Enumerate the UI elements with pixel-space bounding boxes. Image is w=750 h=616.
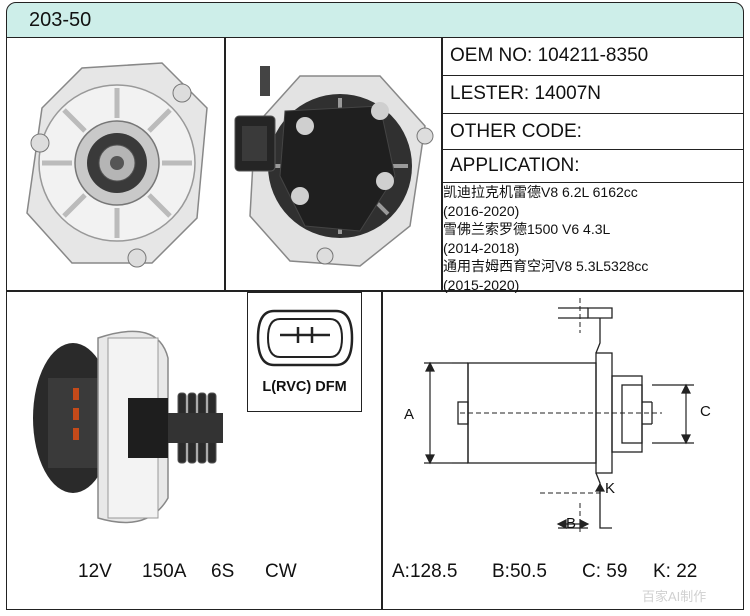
divider-horizontal-middle: [6, 290, 744, 292]
divider-vertical-bottom: [381, 290, 383, 610]
rotation-value: CW: [265, 561, 297, 582]
application-label: APPLICATION:: [450, 155, 580, 176]
alternator-side-photo: [33, 330, 223, 524]
dimension-a-marker: A: [404, 406, 415, 423]
dimension-diagram: [424, 298, 694, 533]
application-list: 凯迪拉克机雷德V8 6.2L 6162cc (2016-2020) 雪佛兰索罗德…: [442, 183, 742, 295]
divider-vertical-top-2: [441, 38, 443, 290]
oem-row: OEM NO: 104211-8350: [442, 38, 744, 76]
voltage-value: 12V: [78, 561, 112, 582]
application-item: 凯迪拉克机雷德V8 6.2L 6162cc: [443, 184, 638, 200]
oem-number: OEM NO: 104211-8350: [450, 45, 649, 66]
dimension-k-value: K: 22: [653, 561, 698, 582]
model-number: 203-50: [29, 9, 92, 31]
application-item: (2016-2020): [443, 202, 520, 219]
alternator-front-photo: [26, 62, 208, 268]
connector-plug-icon: [256, 309, 354, 367]
application-row: APPLICATION:: [442, 150, 744, 183]
connector-diagram: L(RVC) DFM: [247, 292, 362, 412]
dimension-c-marker: C: [700, 403, 711, 420]
lester-number: LESTER: 14007N: [450, 83, 602, 104]
application-item: (2015-2020): [443, 276, 520, 293]
application-item: (2014-2018): [443, 239, 520, 256]
dimension-b-marker: B: [566, 515, 577, 532]
header-bar: 203-50: [6, 2, 744, 38]
divider-vertical-top-1: [224, 38, 226, 290]
content-frame: [6, 37, 744, 610]
dimension-c-value: C: 59: [582, 561, 628, 582]
dimension-k-marker: K: [605, 480, 616, 497]
connector-label: L(RVC) DFM: [262, 379, 347, 395]
alternator-rear-photo: [234, 66, 434, 267]
other-code-row: OTHER CODE:: [442, 114, 744, 150]
amperage-value: 150A: [142, 561, 187, 582]
pulley-value: 6S: [211, 561, 235, 582]
watermark: 百家AI制作: [642, 589, 707, 604]
dimension-a-value: A:128.5: [392, 561, 458, 582]
dimension-b-value: B:50.5: [492, 561, 547, 582]
application-item: 通用吉姆西育空河V8 5.3L5328cc: [443, 258, 649, 275]
application-item: 雪佛兰索罗德1500 V6 4.3L: [443, 221, 611, 238]
lester-row: LESTER: 14007N: [442, 76, 744, 114]
other-code-label: OTHER CODE:: [450, 121, 582, 142]
